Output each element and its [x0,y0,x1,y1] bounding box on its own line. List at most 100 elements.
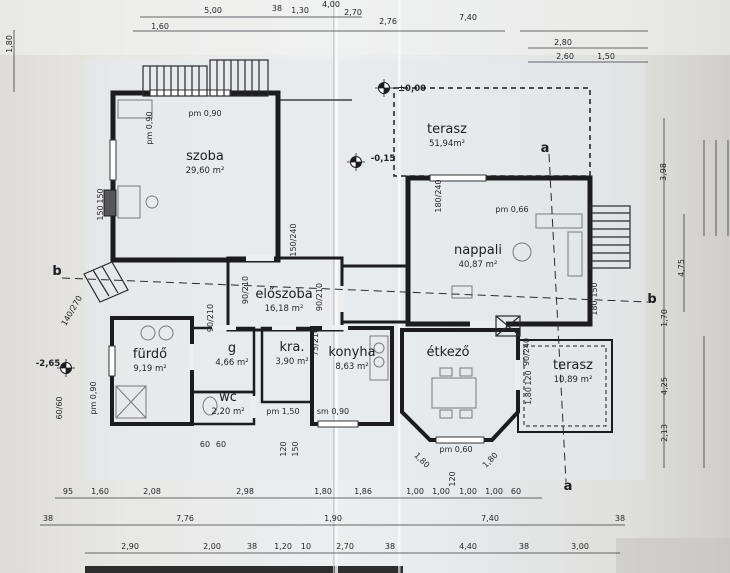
dimension-label: 4,25 [660,377,669,395]
dimension-label: 2,13 [660,424,669,442]
dimension-label: 38 [385,542,395,551]
room-label: nappali [454,243,502,258]
dimension-label: 1,80 [524,387,533,405]
dimension-label: 150/240 [289,223,298,256]
dimension-label: 2,90 [121,542,139,551]
dimension-label: 1,80 [314,487,332,496]
dimension-label: pm 0,90 [188,109,221,118]
room-area: 4,66 m² [215,358,248,368]
openings-layer [108,89,520,444]
paper-fold-lines [333,0,401,573]
dimension-label: 60 [200,440,210,449]
dimension-label: 1,00 [432,487,450,496]
dimension-label: 3,98 [659,163,668,181]
dimension-label: 1,70 [660,309,669,327]
dimension-label: 2,80 [554,38,572,47]
furniture-layer [115,99,583,419]
room-label: terasz [427,122,467,137]
dimension-label: pm 0,90 [145,111,154,144]
dimension-label: pm 0,66 [495,205,528,214]
dimension-label: 1,20 [274,542,292,551]
dimension-label: 2,60 [556,52,574,61]
dimension-label: 1,86 [354,487,372,496]
dimension-label: 2,98 [236,487,254,496]
dimension-label: 1,30 [291,6,309,15]
dimension-label: 1,00 [459,487,477,496]
dimension-label: 90/240 [522,338,531,366]
section-lines [61,153,649,483]
dimension-label: 7,76 [176,514,194,523]
dimension-label: sm 0,90 [317,407,349,416]
room-area: 40,87 m² [459,260,498,270]
room-label: étkező [427,345,470,360]
room-label: wc [219,390,237,405]
level-label: ±0,00 [398,84,426,94]
dimension-label: 2,08 [143,487,161,496]
section-letter: a [541,141,550,156]
dimension-label: 2,70 [344,8,362,17]
room-area: 10,89 m² [554,375,593,385]
level-marker-icon [57,359,75,377]
dimension-label: 4,75 [677,259,686,277]
dimension-label: 120 [279,441,288,456]
room-area: 9,19 m² [133,364,166,374]
level-label: -2,65 [36,359,61,369]
section-letter: b [52,264,61,279]
dimension-lines [13,16,729,554]
dimension-label: 1,00 [485,487,503,496]
room-label: fürdő [133,347,167,362]
stairs-layer [83,59,631,337]
dimension-label: 38 [519,542,529,551]
dimension-label: 38 [272,4,282,13]
room-label: g [228,341,236,356]
room-area: 29,60 m² [186,166,225,176]
dimension-label: 60 [511,487,521,496]
dimension-label: 38 [615,514,625,523]
level-marker-icon [347,153,365,171]
dimension-label: 120 [448,471,457,486]
dimension-label: 1,90 [324,514,342,523]
dimension-label: 150 [96,188,105,203]
dimension-label: 90/210 [206,304,215,332]
room-area: 16,18 m² [265,304,304,314]
dimension-label: 75/210 [311,328,320,356]
dimension-label: 120 [524,370,533,385]
room-label: konyha [328,345,375,360]
dimension-label: 180/240 [434,179,443,212]
dimension-label: pm 0,60 [439,445,472,454]
dimension-label: 90/210 [241,276,250,304]
level-label: -0,15 [371,154,396,164]
dimension-label: 7,40 [459,13,477,22]
dimension-label: 180 [590,300,599,315]
dimension-label: 2,70 [336,542,354,551]
room-area: 51,94m² [429,139,465,149]
room-area: 8,63 m² [335,362,368,372]
dimension-label: 1,60 [91,487,109,496]
dimension-label: 5,00 [204,6,222,15]
dimension-label: 90/210 [315,283,324,311]
dimension-label: 3,00 [571,542,589,551]
room-label: előszoba [255,287,312,302]
labels-layer: szoba 29,60 m² terasz 51,94m² nappali 40,87 m… [5,0,686,551]
room-label: szoba [186,149,224,164]
dimension-label: 38 [43,514,53,523]
dimension-label: 1,60 [151,22,169,31]
dimension-label: 4,00 [322,0,340,9]
dimension-label: pm 1,50 [266,407,299,416]
dimension-label: 60 [216,440,226,449]
dimension-label: 7,40 [481,514,499,523]
dimension-label: 1,50 [597,52,615,61]
section-letter: b [647,292,656,307]
dimension-label: 4,40 [459,542,477,551]
dimension-label: 150 [590,282,599,297]
dimension-label: 95 [63,487,73,496]
room-area: 3,90 m² [275,357,308,367]
dimension-label: 1,80 [5,35,14,53]
room-label: terasz [553,358,593,373]
dimension-label: 150 [291,441,300,456]
dimension-label: 2,76 [379,17,397,26]
dimension-label: 60/60 [55,396,64,419]
